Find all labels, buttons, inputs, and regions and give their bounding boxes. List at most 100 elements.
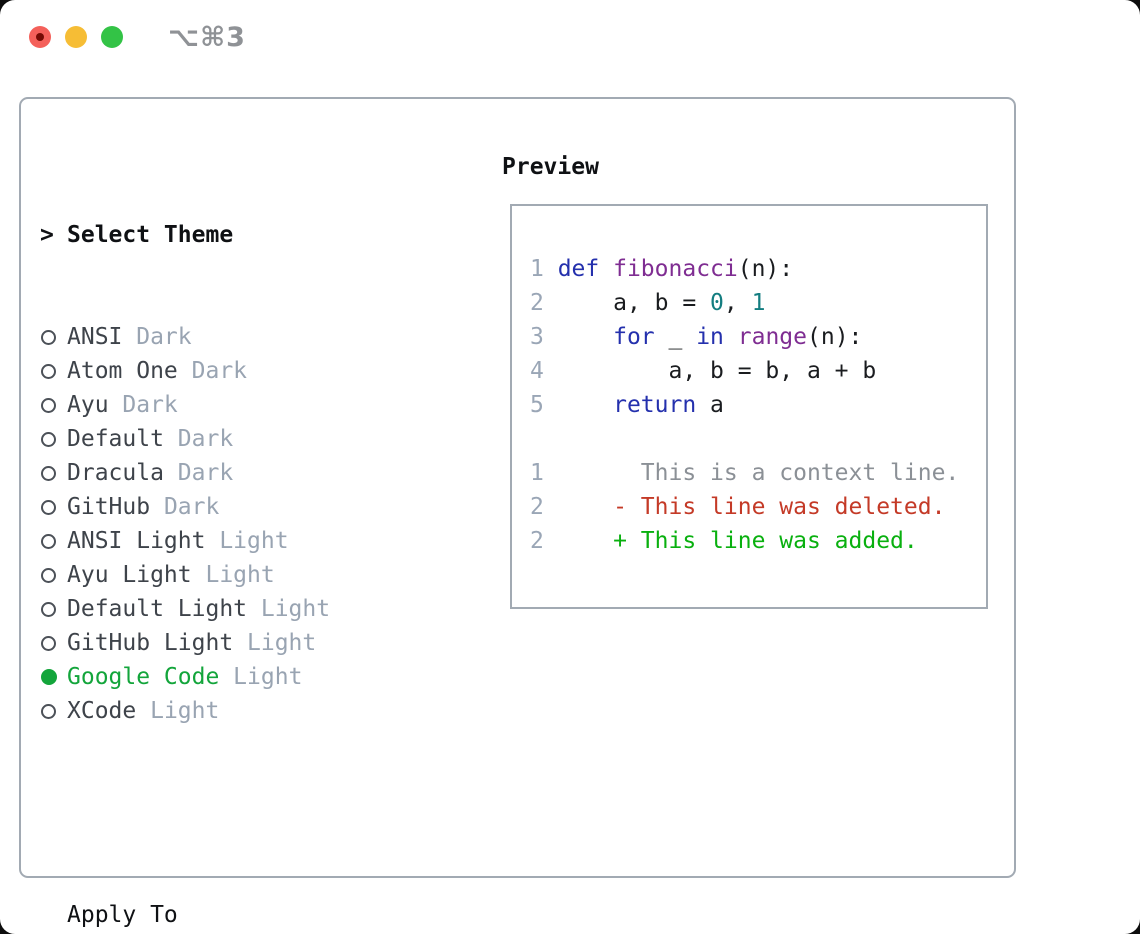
radio-icon	[40, 363, 67, 379]
code-segment: + This line was added.	[557, 528, 918, 554]
code-segment: fibonacci	[613, 256, 738, 282]
code-segment: a, b =	[557, 290, 711, 316]
theme-option-github-light[interactable]: GitHub Light Light	[40, 626, 428, 660]
window-title-shortcut: ⌥⌘3	[168, 22, 246, 53]
code-segment: range	[737, 324, 807, 350]
focus-cursor-icon: >	[40, 222, 54, 248]
theme-variant: Dark	[108, 392, 178, 418]
radio-icon	[40, 431, 67, 447]
theme-option-google-code[interactable]: Google Code Light	[40, 660, 428, 694]
theme-name: GitHub	[67, 494, 151, 520]
line-number: 5	[530, 392, 558, 418]
theme-variant: Light	[233, 630, 317, 656]
zoom-button[interactable]	[101, 26, 123, 48]
code-segment: ,	[723, 290, 752, 316]
theme-name: Ayu	[67, 392, 109, 418]
line-number: 1	[530, 256, 558, 282]
select-theme-title: Select Theme	[67, 222, 234, 248]
theme-option-default[interactable]: Default Dark	[40, 422, 428, 456]
theme-name: ANSI Light	[67, 528, 206, 554]
traffic-lights	[29, 26, 123, 48]
theme-option-ayu-light[interactable]: Ayu Light Light	[40, 558, 428, 592]
theme-variant: Dark	[150, 494, 220, 520]
code-line: 4 a, b = b, a + b	[530, 354, 986, 388]
theme-option-dracula[interactable]: Dracula Dark	[40, 456, 428, 490]
theme-name: Default	[67, 426, 164, 452]
theme-option-default-light[interactable]: Default Light Light	[40, 592, 428, 626]
line-number: 3	[530, 324, 558, 350]
theme-variant: Light	[247, 596, 331, 622]
code-segment: a, b = b, a + b	[557, 358, 877, 384]
code-segment: (n):	[737, 256, 794, 282]
theme-name: Default Light	[67, 596, 248, 622]
theme-option-ayu[interactable]: Ayu Dark	[40, 388, 428, 422]
code-segment: This is a context line.	[557, 460, 960, 486]
theme-name: XCode	[67, 698, 137, 724]
line-number: 2	[530, 290, 558, 316]
radio-icon	[40, 465, 67, 481]
close-button[interactable]	[29, 26, 51, 48]
line-number: 2	[530, 494, 558, 520]
code-segment: in	[696, 324, 724, 350]
radio-icon	[40, 397, 67, 413]
theme-option-xcode[interactable]: XCode Light	[40, 694, 428, 728]
apply-to-title: Apply To	[67, 902, 178, 928]
theme-variant: Light	[219, 664, 303, 690]
theme-variant: Light	[205, 528, 289, 554]
theme-variant: Dark	[122, 324, 192, 350]
radio-icon	[40, 601, 67, 617]
code-segment: 0	[710, 290, 724, 316]
code-segment	[558, 392, 613, 418]
minimize-button[interactable]	[65, 26, 87, 48]
code-segment	[599, 256, 613, 282]
select-theme-header-row: > Select Theme	[40, 218, 428, 252]
theme-name: Google Code	[67, 664, 220, 690]
code-segment	[558, 324, 613, 350]
close-dot-icon	[36, 33, 44, 41]
radio-selected-icon	[40, 669, 67, 685]
theme-variant: Dark	[177, 358, 248, 384]
radio-icon	[40, 567, 67, 583]
theme-variant: Light	[191, 562, 275, 588]
code-segment: return	[613, 392, 697, 418]
radio-icon	[40, 703, 67, 719]
code-line: 2 a, b = 0, 1	[530, 286, 986, 320]
code-segment: a	[696, 392, 724, 418]
code-line: 5 return a	[530, 388, 986, 422]
code-line: 1 def fibonacci(n):	[530, 252, 986, 286]
preview-title: Preview	[502, 154, 599, 180]
theme-variant: Light	[136, 698, 220, 724]
radio-icon	[40, 635, 67, 651]
radio-icon	[40, 329, 67, 345]
line-number: 2	[530, 528, 558, 554]
code-segment: (n):	[807, 324, 863, 350]
spacer-row	[40, 796, 428, 830]
code-line: 3 for _ in range(n):	[530, 320, 986, 354]
apply-to-header-row: Apply To	[40, 898, 428, 932]
code-segment: def	[557, 256, 600, 282]
theme-variant: Dark	[163, 426, 234, 452]
theme-option-ansi[interactable]: ANSI Dark	[40, 320, 428, 354]
theme-name: Atom One	[67, 358, 178, 384]
theme-variant: Dark	[163, 460, 234, 486]
line-number: 1	[530, 460, 558, 486]
code-line	[530, 422, 986, 456]
radio-icon	[40, 499, 67, 515]
code-segment	[724, 324, 738, 350]
theme-option-ansi-light[interactable]: ANSI Light Light	[40, 524, 428, 558]
radio-icon	[40, 533, 67, 549]
theme-name: Ayu Light	[67, 562, 192, 588]
theme-option-atom-one[interactable]: Atom One Dark	[40, 354, 428, 388]
code-segment: - This line was deleted.	[557, 494, 946, 520]
code-segment: for	[613, 324, 655, 350]
code-line: 2 - This line was deleted.	[530, 490, 986, 524]
theme-option-github[interactable]: GitHub Dark	[40, 490, 428, 524]
theme-name: Dracula	[67, 460, 164, 486]
code-line: 1 This is a context line.	[530, 456, 986, 490]
